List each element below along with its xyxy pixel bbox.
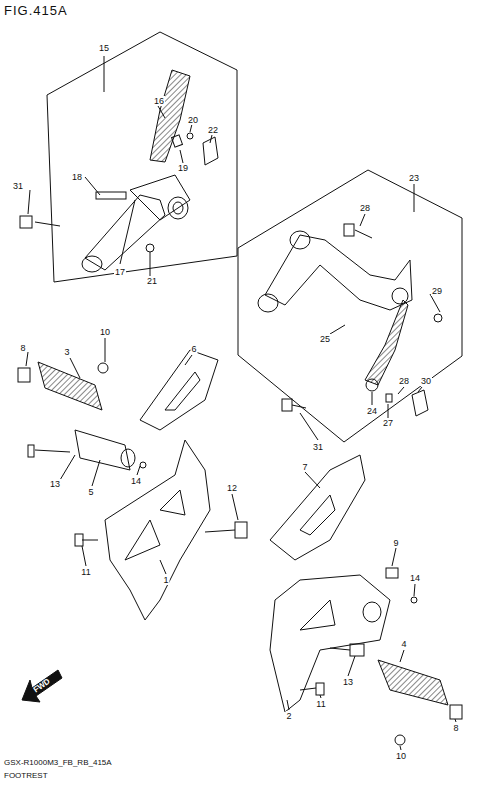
callout-number: 12: [226, 483, 238, 493]
callout-number: 16: [153, 96, 165, 106]
callout-number: 24: [366, 406, 378, 416]
callout-number: 31: [12, 181, 24, 191]
callout-number: 13: [342, 677, 354, 687]
callout-number: 30: [420, 376, 432, 386]
callout-number: 3: [63, 347, 70, 357]
callout-number: 19: [177, 163, 189, 173]
callout-number: 10: [395, 751, 407, 761]
callout-number: 1: [162, 575, 169, 585]
callout-number: 29: [431, 286, 443, 296]
callout-number: 14: [409, 573, 421, 583]
figure-caption: FOOTREST: [4, 771, 48, 780]
callout-number: 25: [319, 334, 331, 344]
callout-number: 23: [408, 173, 420, 183]
figure-title: FIG.415A: [4, 3, 68, 18]
callout-number: 10: [99, 327, 111, 337]
callout-number: 4: [400, 639, 407, 649]
callout-number: 21: [146, 276, 158, 286]
callout-number: 27: [382, 418, 394, 428]
callout-number: 7: [301, 462, 308, 472]
callout-number: 18: [71, 172, 83, 182]
callout-number: 8: [19, 343, 26, 353]
drawing-code: GSX-R1000M3_FB_RB_415A: [4, 758, 112, 767]
callout-number: 9: [392, 538, 399, 548]
callout-number: 15: [98, 43, 110, 53]
callout-number: 5: [87, 487, 94, 497]
callout-number: 17: [114, 267, 126, 277]
callout-number: 20: [187, 115, 199, 125]
callout-number: 22: [207, 125, 219, 135]
callout-number: 6: [190, 344, 197, 354]
callout-number: 28: [359, 203, 371, 213]
callout-number: 31: [312, 442, 324, 452]
callout-number: 14: [130, 476, 142, 486]
callout-number: 8: [452, 723, 459, 733]
direction-mark: FWD: [31, 676, 53, 696]
callout-number: 13: [49, 479, 61, 489]
callout-number: 11: [315, 699, 326, 709]
callout-number: 11: [80, 567, 91, 577]
callout-number: 2: [285, 711, 292, 721]
callout-number: 28: [398, 376, 410, 386]
